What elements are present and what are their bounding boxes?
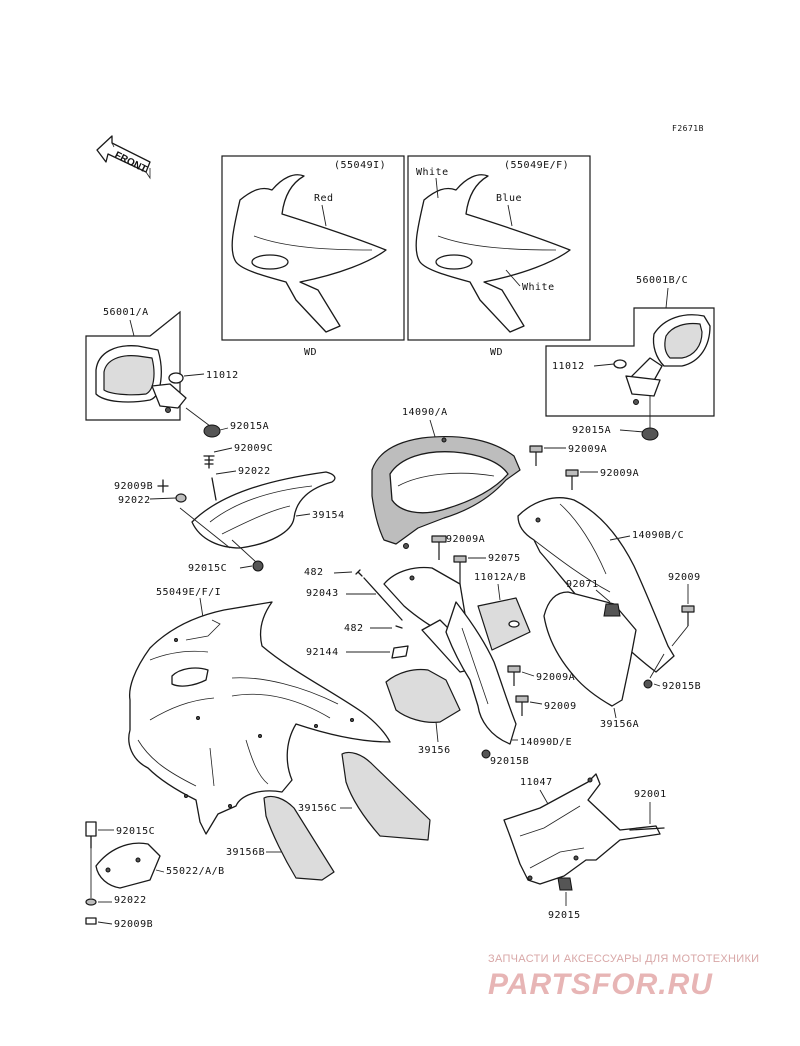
label-56001a: 56001/A bbox=[103, 307, 149, 318]
nut-92015a-right bbox=[641, 427, 659, 441]
label-92015c-upper: 92015C bbox=[188, 563, 227, 574]
washer-92022-bottom bbox=[85, 898, 97, 906]
clip-482-upper bbox=[355, 569, 363, 577]
bolt-92009c bbox=[203, 455, 215, 469]
label-92015b-center: 92015B bbox=[490, 756, 529, 767]
rod-92043 bbox=[363, 577, 403, 621]
label-39156a: 39156A bbox=[600, 719, 639, 730]
inset-right-caption: WD bbox=[490, 347, 503, 358]
right-mirror-assembly bbox=[545, 307, 715, 417]
windscreen-39154 bbox=[191, 471, 336, 549]
label-56001bc: 56001B/C bbox=[636, 275, 688, 286]
nut-92015 bbox=[557, 877, 573, 891]
label-14090bc: 14090B/C bbox=[632, 530, 684, 541]
inset-left-caption: WD bbox=[304, 347, 317, 358]
label-92015a-left: 92015A bbox=[230, 421, 269, 432]
spring-92144 bbox=[391, 645, 409, 659]
label-11012-left: 11012 bbox=[206, 370, 239, 381]
inset-left-color-callout: Red bbox=[314, 193, 334, 204]
grommet-92071 bbox=[603, 603, 621, 617]
label-92043: 92043 bbox=[306, 588, 339, 599]
label-11047: 11047 bbox=[520, 777, 553, 788]
nut-92015c-upper bbox=[252, 560, 264, 572]
label-39154: 39154 bbox=[312, 510, 345, 521]
label-92009b-upper: 92009B bbox=[114, 481, 153, 492]
label-55049efi: 55049E/F/I bbox=[156, 587, 221, 598]
label-92022-upper: 92022 bbox=[238, 466, 271, 477]
bolt-92001 bbox=[629, 827, 665, 831]
nut-92015a-left bbox=[203, 424, 221, 438]
upper-fairing-55049 bbox=[128, 601, 391, 835]
bolt-92009a-2 bbox=[565, 469, 579, 490]
label-92009a-3: 92009A bbox=[446, 534, 485, 545]
label-14090de: 14090D/E bbox=[520, 737, 572, 748]
nut-92015b-right bbox=[643, 679, 653, 689]
label-92001: 92001 bbox=[634, 789, 667, 800]
label-92022-bottom: 92022 bbox=[114, 895, 147, 906]
bolt-92009b-bottom bbox=[85, 917, 97, 925]
label-14090a: 14090/A bbox=[402, 407, 448, 418]
label-92009-right: 92009 bbox=[668, 572, 701, 583]
label-92009a-1: 92009A bbox=[568, 444, 607, 455]
front-direction-arrow: FRONT bbox=[96, 135, 151, 180]
label-92015c-lower: 92015C bbox=[116, 826, 155, 837]
inset-right-color-blue: Blue bbox=[496, 193, 522, 204]
watermark-tagline: ЗАПЧАСТИ И АКСЕССУАРЫ ДЛЯ МОТОТЕХНИКИ bbox=[488, 953, 759, 965]
clip-482-lower bbox=[395, 625, 403, 629]
bolt-92009a-3 bbox=[431, 535, 447, 560]
label-92009-center: 92009 bbox=[544, 701, 577, 712]
label-39156: 39156 bbox=[418, 745, 451, 756]
inset-right-color-white-2: White bbox=[522, 282, 555, 293]
bracket-55022ab bbox=[95, 842, 161, 889]
label-92075: 92075 bbox=[488, 553, 521, 564]
panel-39156 bbox=[385, 668, 461, 723]
watermark-brand: PARTSFOR.RU bbox=[488, 968, 713, 1001]
bracket-14090de bbox=[445, 601, 517, 745]
panel-39156b bbox=[263, 795, 335, 881]
screw-92022-upper bbox=[211, 477, 217, 501]
label-11012-right: 11012 bbox=[552, 361, 585, 372]
panel-39156c bbox=[341, 751, 431, 841]
inset-right: (55049E/F) White Blue White WD bbox=[407, 155, 591, 358]
bolt-92009-center bbox=[515, 695, 529, 716]
label-11012ab: 11012A/B bbox=[474, 572, 526, 583]
label-92009a-4: 92009A bbox=[536, 672, 575, 683]
label-92009c: 92009C bbox=[234, 443, 273, 454]
front-label: FRONT bbox=[113, 150, 149, 175]
stay-bracket-11047 bbox=[503, 773, 661, 885]
inset-left-label: (55049I) bbox=[334, 160, 386, 171]
inset-right-color-white-1: White bbox=[416, 167, 449, 178]
figure-code: F2671B bbox=[672, 124, 704, 133]
label-39156c: 39156C bbox=[298, 803, 337, 814]
label-92015a-right: 92015A bbox=[572, 425, 611, 436]
bolt-92009b-upper bbox=[157, 479, 169, 493]
label-55022ab: 55022/A/B bbox=[166, 866, 225, 877]
nut-92015c-lower bbox=[85, 821, 97, 849]
label-92015: 92015 bbox=[548, 910, 581, 921]
left-mirror-assembly bbox=[85, 310, 187, 421]
label-92144: 92144 bbox=[306, 647, 339, 658]
watermark: ЗАПЧАСТИ И АКСЕССУАРЫ ДЛЯ МОТОТЕХНИКИ PA… bbox=[488, 953, 759, 1001]
label-92009b-bottom: 92009B bbox=[114, 919, 153, 930]
label-92015b-right: 92015B bbox=[662, 681, 701, 692]
inset-right-label: (55049E/F) bbox=[504, 160, 569, 171]
panel-39156a bbox=[543, 591, 637, 707]
bolt-92009a-1 bbox=[529, 445, 543, 466]
label-92022-left: 92022 bbox=[118, 495, 151, 506]
label-482-lower: 482 bbox=[344, 623, 364, 634]
washer-92022-left bbox=[175, 493, 187, 503]
inset-left: (55049I) Red WD bbox=[221, 155, 405, 358]
label-39156b: 39156B bbox=[226, 847, 265, 858]
bolt-92009-right bbox=[681, 605, 695, 626]
label-92071: 92071 bbox=[566, 579, 599, 590]
label-92009a-2: 92009A bbox=[600, 468, 639, 479]
bolt-92009a-4 bbox=[507, 665, 521, 686]
panel-11012ab bbox=[477, 597, 531, 651]
label-482-upper: 482 bbox=[304, 567, 324, 578]
nut-92015b-center bbox=[481, 749, 491, 759]
